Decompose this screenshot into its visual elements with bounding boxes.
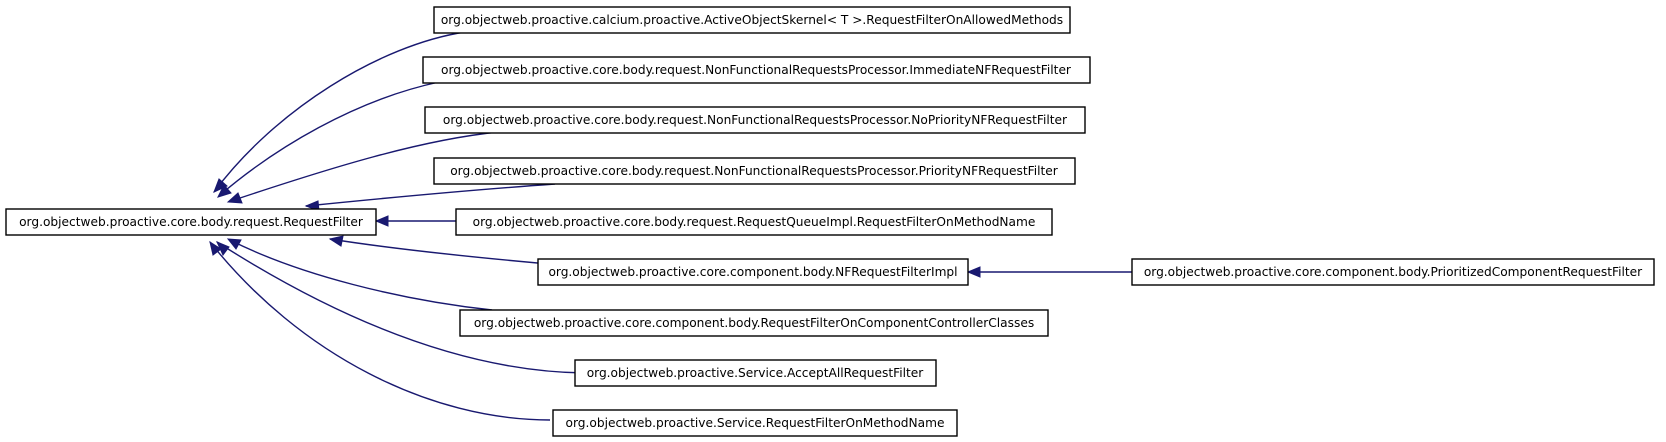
edge-priority-to-requestfilter [304,183,556,212]
node-label: org.objectweb.proactive.Service.RequestF… [566,416,945,430]
node-label: org.objectweb.proactive.core.component.b… [548,265,957,279]
node-nf-request-filter-impl[interactable]: org.objectweb.proactive.core.component.b… [537,258,969,286]
node-accept-all-filter[interactable]: org.objectweb.proactive.Service.AcceptAl… [574,359,937,387]
edge-calcium-to-requestfilter [213,31,466,193]
edge-queue-to-requestfilter [374,215,456,227]
node-label: org.objectweb.proactive.core.body.reques… [473,215,1036,229]
node-component-controller-filter[interactable]: org.objectweb.proactive.core.component.b… [459,309,1049,337]
node-label: org.objectweb.proactive.core.component.b… [1144,265,1643,279]
node-label: org.objectweb.proactive.Service.AcceptAl… [587,366,925,380]
edge-immediate-to-requestfilter [217,81,440,198]
node-label: org.objectweb.proactive.core.component.b… [474,316,1034,330]
node-label: org.objectweb.proactive.calcium.proactiv… [441,13,1063,27]
edge-servicemethod-to-requestfilter [209,240,551,421]
node-request-filter[interactable]: org.objectweb.proactive.core.body.reques… [5,208,377,236]
node-calcium-filter[interactable]: org.objectweb.proactive.calcium.proactiv… [433,6,1071,34]
edge-nfimpl-to-requestfilter [328,235,561,266]
node-nopriority-nf-filter[interactable]: org.objectweb.proactive.core.body.reques… [424,106,1086,134]
node-label: org.objectweb.proactive.core.body.reques… [19,215,364,229]
edge-prioritized-to-nfimpl [966,266,1132,278]
node-immediate-nf-filter[interactable]: org.objectweb.proactive.core.body.reques… [422,56,1091,84]
node-label: org.objectweb.proactive.core.body.reques… [441,63,1072,77]
node-prioritized-component-filter[interactable]: org.objectweb.proactive.core.component.b… [1131,258,1655,286]
node-label: org.objectweb.proactive.core.body.reques… [450,164,1059,178]
node-queue-method-name-filter[interactable]: org.objectweb.proactive.core.body.reques… [455,208,1053,236]
edge-nopriority-to-requestfilter [226,131,499,204]
node-priority-nf-filter[interactable]: org.objectweb.proactive.core.body.reques… [433,157,1076,185]
edge-controller-to-requestfilter [226,238,493,311]
node-label: org.objectweb.proactive.core.body.reques… [443,113,1068,127]
node-service-method-name-filter[interactable]: org.objectweb.proactive.Service.RequestF… [552,409,958,437]
